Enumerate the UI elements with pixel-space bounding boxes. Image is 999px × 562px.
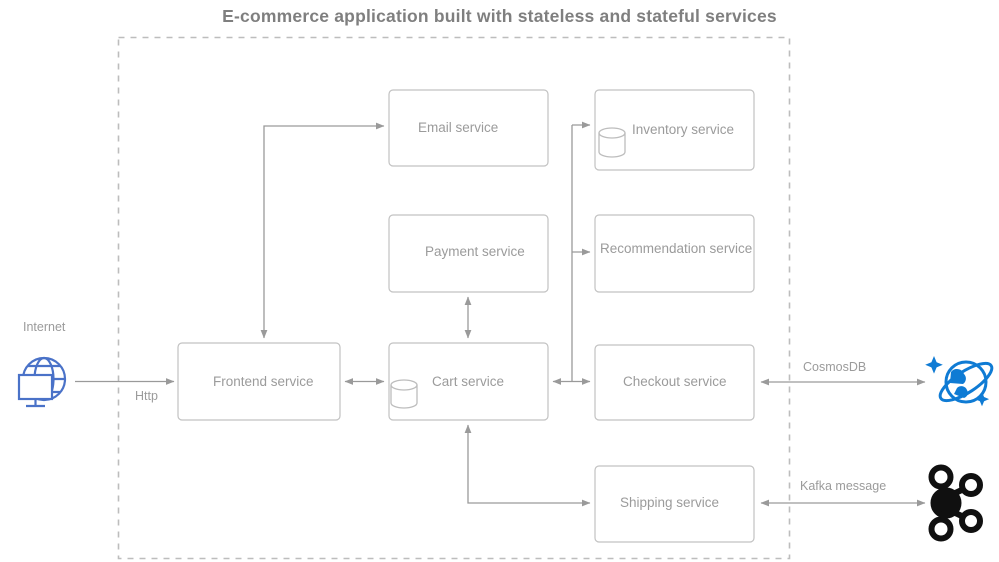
page-title: E-commerce application built with statel… <box>222 6 777 26</box>
node-box-cart[interactable] <box>388 342 549 421</box>
node-box-payment[interactable] <box>388 214 549 293</box>
node-label-recommendation: Recommendation service <box>600 241 753 256</box>
edge-cart-shipping <box>464 424 591 507</box>
node-label-shipping: Shipping service <box>620 495 720 510</box>
cosmosdb-icon <box>925 356 994 407</box>
kafka-icon <box>928 464 983 542</box>
node-box-frontend[interactable] <box>177 342 341 421</box>
database-cylinder-icon-inventory <box>598 127 626 158</box>
edge-frontend-email <box>260 122 385 339</box>
globe-monitor-icon <box>17 356 67 408</box>
cluster-boundary <box>117 36 791 560</box>
edge-label-cosmosdb: CosmosDB <box>803 360 867 374</box>
edge-label-http: Http <box>135 389 158 403</box>
node-label-frontend: Frontend service <box>213 374 314 389</box>
node-box-inventory[interactable] <box>594 89 755 171</box>
node-box-recommendation[interactable] <box>594 214 755 293</box>
node-label-payment: Payment service <box>425 244 525 259</box>
external-label-internet: Internet <box>23 320 66 334</box>
node-label-cart: Cart service <box>432 374 505 389</box>
node-box-email[interactable] <box>388 89 549 167</box>
node-box-shipping[interactable] <box>594 465 755 543</box>
edge-label-kafka: Kafka message <box>800 479 887 493</box>
database-cylinder-icon-cart <box>390 379 418 409</box>
node-box-checkout[interactable] <box>594 344 755 421</box>
node-label-checkout: Checkout service <box>623 374 727 389</box>
node-label-email: Email service <box>418 120 499 135</box>
node-label-inventory: Inventory service <box>632 122 735 137</box>
